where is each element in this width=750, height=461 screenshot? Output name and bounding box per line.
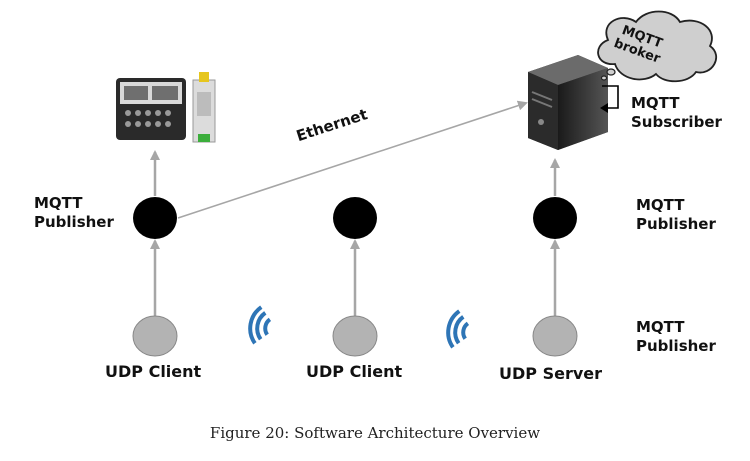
publisher-right-label: MQTT Publisher bbox=[636, 196, 716, 233]
arrows bbox=[150, 100, 560, 318]
publisher-bottom-right-label: MQTT Publisher bbox=[636, 318, 716, 355]
udp-client-2-label: UDP Client bbox=[306, 362, 403, 381]
udp-server-label: UDP Server bbox=[499, 364, 603, 383]
udp-server-node bbox=[532, 315, 578, 357]
publisher-node-middle bbox=[333, 197, 377, 239]
udp-client-node-1 bbox=[132, 315, 178, 357]
figure-caption: Figure 20: Software Architecture Overvie… bbox=[209, 424, 541, 442]
udp-client-1-label: UDP Client bbox=[105, 362, 202, 381]
publisher-node-right bbox=[533, 197, 577, 239]
cloud-icon bbox=[597, 10, 717, 83]
power-meter-device-icon bbox=[116, 72, 216, 143]
wifi-icon bbox=[248, 305, 272, 345]
publisher-left-label: MQTT Publisher bbox=[34, 194, 114, 231]
publisher-node-left bbox=[133, 197, 177, 239]
wifi-icon bbox=[446, 309, 470, 349]
udp-client-node-2 bbox=[332, 315, 378, 357]
subscriber-label: MQTT Subscriber bbox=[631, 94, 722, 131]
ethernet-link bbox=[177, 100, 528, 219]
server-icon bbox=[528, 55, 619, 150]
